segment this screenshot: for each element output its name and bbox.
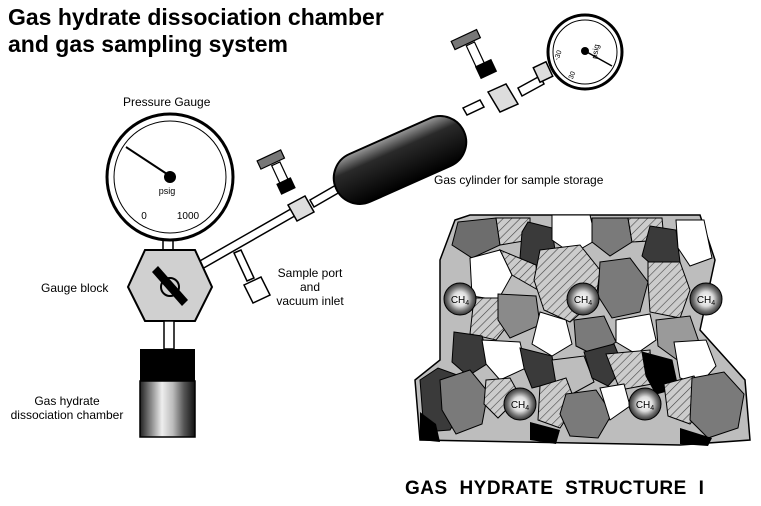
svg-text:CH4: CH4 (574, 295, 592, 307)
small-gauge-unit-label: psig (590, 44, 601, 60)
svg-text:CH4: CH4 (511, 400, 529, 412)
pressure-gauge-label: Pressure Gauge (123, 95, 211, 109)
chamber-label: Gas hydrate dissociation chamber (10, 394, 124, 422)
gauge-needle (125, 146, 171, 177)
hydrate-structure (414, 214, 751, 446)
gauge-block (126, 249, 214, 322)
chamber-stem (163, 320, 175, 350)
upper-valve (450, 28, 554, 116)
ch4-molecules: CH4 CH4 CH4 CH4 CH4 (443, 282, 723, 421)
svg-text:CH4: CH4 (451, 295, 469, 307)
small-gauge-tick-a: -30 (554, 49, 564, 61)
lower-valve (256, 149, 316, 223)
sample-port-line (232, 249, 272, 304)
ch4-molecule: CH4 (628, 387, 662, 421)
svg-text:CH4: CH4 (697, 295, 715, 307)
gauge-unit-label: psig (159, 186, 176, 196)
gas-cylinder (332, 115, 468, 205)
svg-text:CH4: CH4 (636, 400, 654, 412)
pressure-gauge (105, 112, 235, 242)
gauge-block-label: Gauge block (41, 281, 109, 295)
ch4-molecule: CH4 (689, 282, 723, 316)
gauge-max-label: 1000 (177, 211, 200, 222)
ch4-molecule: CH4 (443, 282, 477, 316)
gauge-min-label: 0 (141, 211, 147, 222)
valve-handle-icon (152, 266, 188, 306)
small-gauge-tick-b: 30 (568, 71, 577, 81)
dissociation-chamber (139, 349, 196, 438)
ch4-molecule: CH4 (566, 282, 600, 316)
title-line-2: and gas sampling system (8, 31, 288, 57)
ch4-molecule: CH4 (503, 387, 537, 421)
sample-port-label: Sample port and vacuum inlet (276, 266, 344, 308)
title-line-1: Gas hydrate dissociation chamber (8, 4, 384, 30)
small-gauge (546, 13, 624, 91)
structure-title: GAS HYDRATE STRUCTURE I (405, 478, 705, 499)
diagram-title: Gas hydrate dissociation chamber and gas… (8, 4, 384, 58)
gas-cylinder-label: Gas cylinder for sample storage (434, 173, 604, 187)
